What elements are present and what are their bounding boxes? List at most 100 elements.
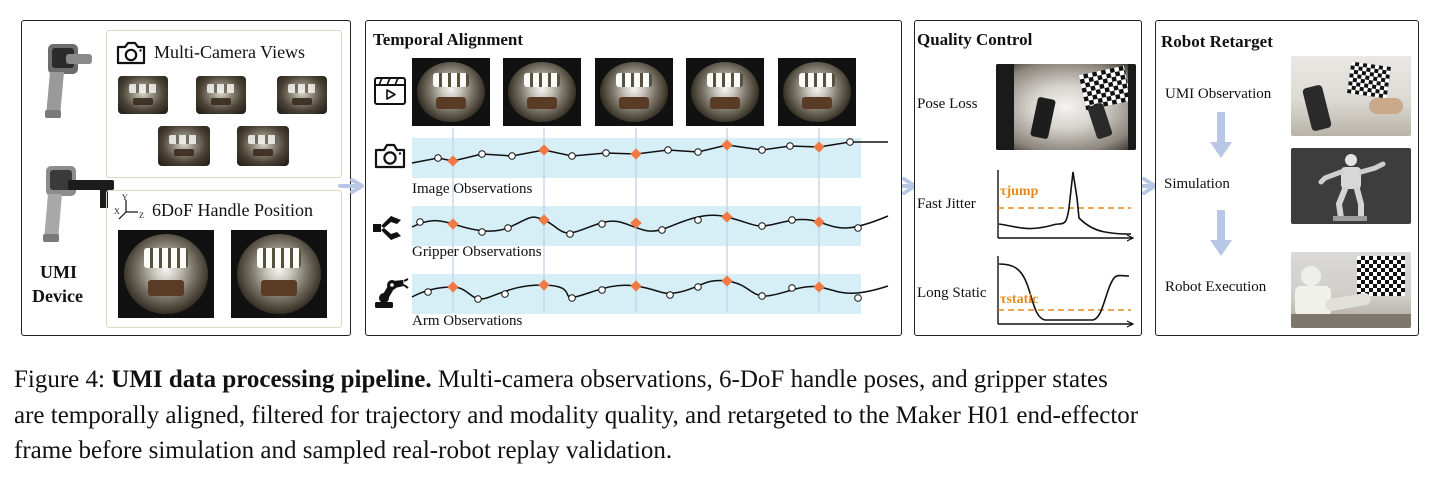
- image-sample: [786, 142, 794, 150]
- caption-line1-rest: Multi-camera observations, 6-DoF handle …: [431, 366, 1108, 393]
- image-observations-label: Image Observations: [412, 181, 533, 197]
- umi-observation-label: UMI Observation: [1165, 86, 1272, 102]
- image-sample: [846, 138, 854, 146]
- axis-y-label: Y: [122, 193, 128, 202]
- camera-thumb-5: [237, 126, 289, 166]
- figure-caption-line2: are temporally aligned, filtered for tra…: [14, 402, 1139, 429]
- gripper-sample: [416, 218, 424, 226]
- robot-execution-photo: [1291, 252, 1411, 328]
- figure-caption-line1: Figure 4: UMI data processing pipeline. …: [14, 366, 1108, 394]
- sync-marker: [630, 280, 642, 292]
- multi-camera-title: Multi-Camera Views: [154, 42, 306, 62]
- umi-gripper-image-bottom: [43, 166, 114, 242]
- camera-thumb-2: [196, 76, 246, 114]
- sync-marker: [813, 281, 825, 293]
- frame-2: [503, 58, 581, 126]
- caption-prefix: Figure 4:: [14, 366, 112, 393]
- gripper-sample: [854, 224, 862, 232]
- video-icon: [374, 77, 406, 105]
- sync-marker: [538, 144, 550, 156]
- sync-marker: [630, 148, 642, 160]
- umi-device-label-line2: Device: [32, 286, 83, 306]
- handle-position-box: [106, 190, 342, 328]
- gripper-observations-label: Gripper Observations: [412, 244, 542, 260]
- robot-title: Robot Retarget: [1161, 32, 1273, 51]
- multi-camera-box: [106, 30, 342, 178]
- frame-1: [412, 58, 490, 126]
- umi-observation-photo: [1291, 56, 1411, 136]
- arm-sample: [788, 284, 796, 292]
- image-sample: [478, 150, 486, 158]
- pose-loss-photo: [996, 64, 1136, 150]
- image-sample: [434, 154, 442, 162]
- sync-marker: [447, 155, 459, 167]
- sync-marker: [721, 275, 733, 287]
- frame-4: [686, 58, 764, 126]
- handle-fisheye-2: [231, 230, 327, 318]
- sync-marker: [538, 214, 550, 226]
- temporal-title: Temporal Alignment: [373, 30, 524, 49]
- image-sample: [602, 149, 610, 157]
- robot-execution-label: Robot Execution: [1165, 279, 1267, 295]
- tau-static-label: τstatic: [1000, 292, 1039, 307]
- camera-thumb-3: [277, 76, 327, 114]
- fast-jitter-label: Fast Jitter: [917, 196, 976, 212]
- figure-caption-line3: frame before simulation and sampled real…: [14, 437, 673, 464]
- arm-sample: [424, 288, 432, 296]
- long-static-label: Long Static: [917, 285, 987, 301]
- tau-jump-label: τjump: [1000, 184, 1039, 199]
- image-sample: [758, 146, 766, 154]
- umi-device-label-line1: UMI: [40, 262, 77, 282]
- sync-marker: [630, 217, 642, 229]
- image-sample: [694, 148, 702, 156]
- sync-marker: [813, 141, 825, 153]
- caption-bold: UMI data processing pipeline.: [111, 366, 432, 393]
- gripper-sample: [758, 222, 766, 230]
- quality-title: Quality Control: [917, 30, 1033, 49]
- axis-z-label: Z: [139, 211, 144, 220]
- image-sample: [508, 152, 516, 160]
- long-static-plot: [997, 256, 1135, 328]
- gripper-sample: [598, 220, 606, 228]
- camera-thumb-1: [118, 76, 168, 114]
- umi-gripper-image-top: [45, 44, 92, 118]
- retarget-arrows: [1210, 112, 1232, 256]
- handle-fisheye-1: [118, 230, 214, 318]
- gripper-sample: [658, 226, 666, 234]
- arm-observations-label: Arm Observations: [412, 313, 523, 329]
- camera-thumb-4: [158, 126, 210, 166]
- arm-sample: [474, 295, 482, 303]
- arm-sample: [568, 294, 576, 302]
- gripper-track-line: [411, 214, 889, 234]
- camera-icon: [116, 41, 146, 65]
- sync-marker: [447, 218, 459, 230]
- robot-arm-icon: [375, 278, 409, 308]
- arrow-umi-to-temporal: [338, 178, 364, 194]
- arm-sample: [854, 294, 862, 302]
- image-sample: [664, 146, 672, 154]
- arm-sample: [598, 286, 606, 294]
- arm-sample: [666, 291, 674, 299]
- sync-marker: [721, 211, 733, 223]
- gripper-sample: [478, 228, 486, 236]
- gripper-icon: [373, 216, 401, 240]
- arm-sample: [501, 290, 509, 298]
- sync-marker: [538, 279, 550, 291]
- gripper-sample: [504, 224, 512, 232]
- pose-loss-label: Pose Loss: [917, 96, 978, 112]
- simulation-label: Simulation: [1164, 176, 1230, 192]
- arm-sample: [694, 283, 702, 291]
- frame-5: [778, 58, 856, 126]
- simulation-render: [1291, 148, 1411, 224]
- image-sample: [568, 152, 576, 160]
- gripper-sample: [566, 230, 574, 238]
- frame-3: [595, 58, 673, 126]
- fast-jitter-plot: [997, 170, 1135, 242]
- axis-x-label: X: [114, 207, 120, 216]
- sync-marker: [813, 216, 825, 228]
- arm-sample: [758, 292, 766, 300]
- sync-marker: [447, 281, 459, 293]
- gripper-sample: [788, 216, 796, 224]
